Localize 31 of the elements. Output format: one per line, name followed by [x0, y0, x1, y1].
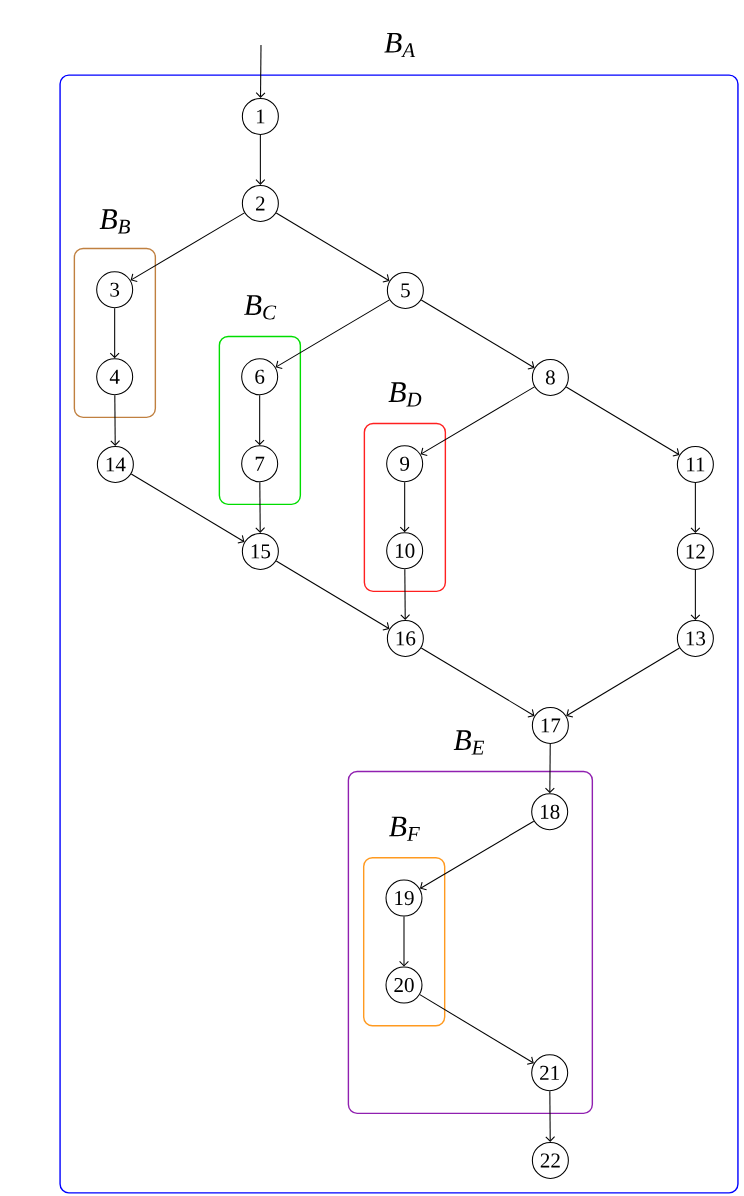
arrow — [254, 394, 265, 446]
arrow — [565, 386, 680, 457]
arrow — [545, 1090, 556, 1142]
arrow — [255, 134, 266, 185]
arrow — [255, 44, 266, 98]
arrow — [130, 473, 245, 544]
arrow — [544, 743, 555, 794]
arrow — [399, 916, 409, 967]
arrow — [420, 299, 535, 370]
arrow — [255, 481, 266, 533]
arrow — [399, 481, 410, 533]
arrow — [420, 386, 535, 456]
arrow — [275, 299, 390, 369]
arrow — [690, 482, 701, 533]
node-label: B$_{F}$ — [389, 816, 420, 841]
arrow — [275, 560, 390, 631]
node-label: B$_{D}$ — [388, 382, 422, 407]
arrow — [275, 212, 390, 283]
node-label: B$_{B}$ — [99, 209, 130, 234]
arrow — [566, 647, 680, 718]
node-label: B$_{E}$ — [453, 730, 485, 755]
arrow — [419, 820, 535, 891]
arrow — [420, 647, 535, 718]
node-label: B$_{A}$ — [384, 32, 416, 58]
arrow — [400, 568, 411, 620]
arrow — [690, 569, 701, 620]
arrow — [419, 994, 534, 1065]
arrow — [109, 307, 120, 359]
node-label: B$_{C}$ — [244, 295, 277, 320]
arrow — [130, 212, 245, 282]
arrow — [110, 394, 121, 446]
